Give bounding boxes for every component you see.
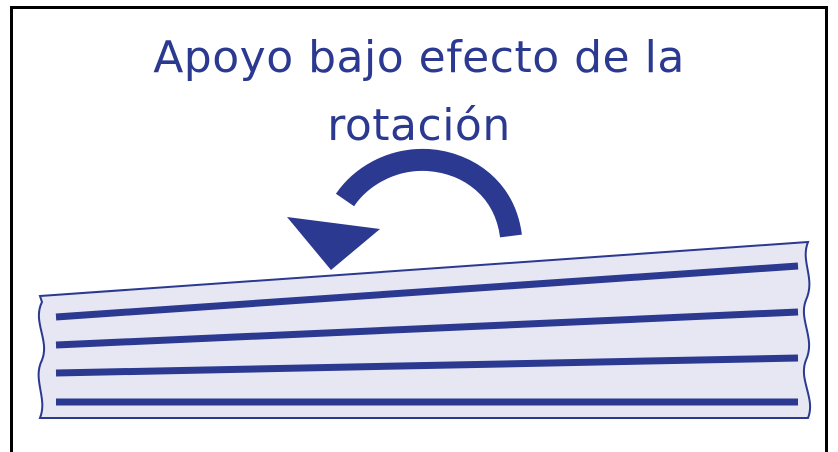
diagram-title-line-1: Apoyo bajo efecto de la bbox=[153, 32, 685, 83]
diagram-title-line-2: rotación bbox=[327, 100, 511, 151]
rotation-arrow-icon bbox=[287, 148, 522, 270]
steel-plate-2 bbox=[55, 308, 799, 349]
steel-plate-1 bbox=[55, 262, 799, 321]
diagram-frame bbox=[10, 6, 828, 452]
steel-plate-3 bbox=[55, 354, 799, 377]
